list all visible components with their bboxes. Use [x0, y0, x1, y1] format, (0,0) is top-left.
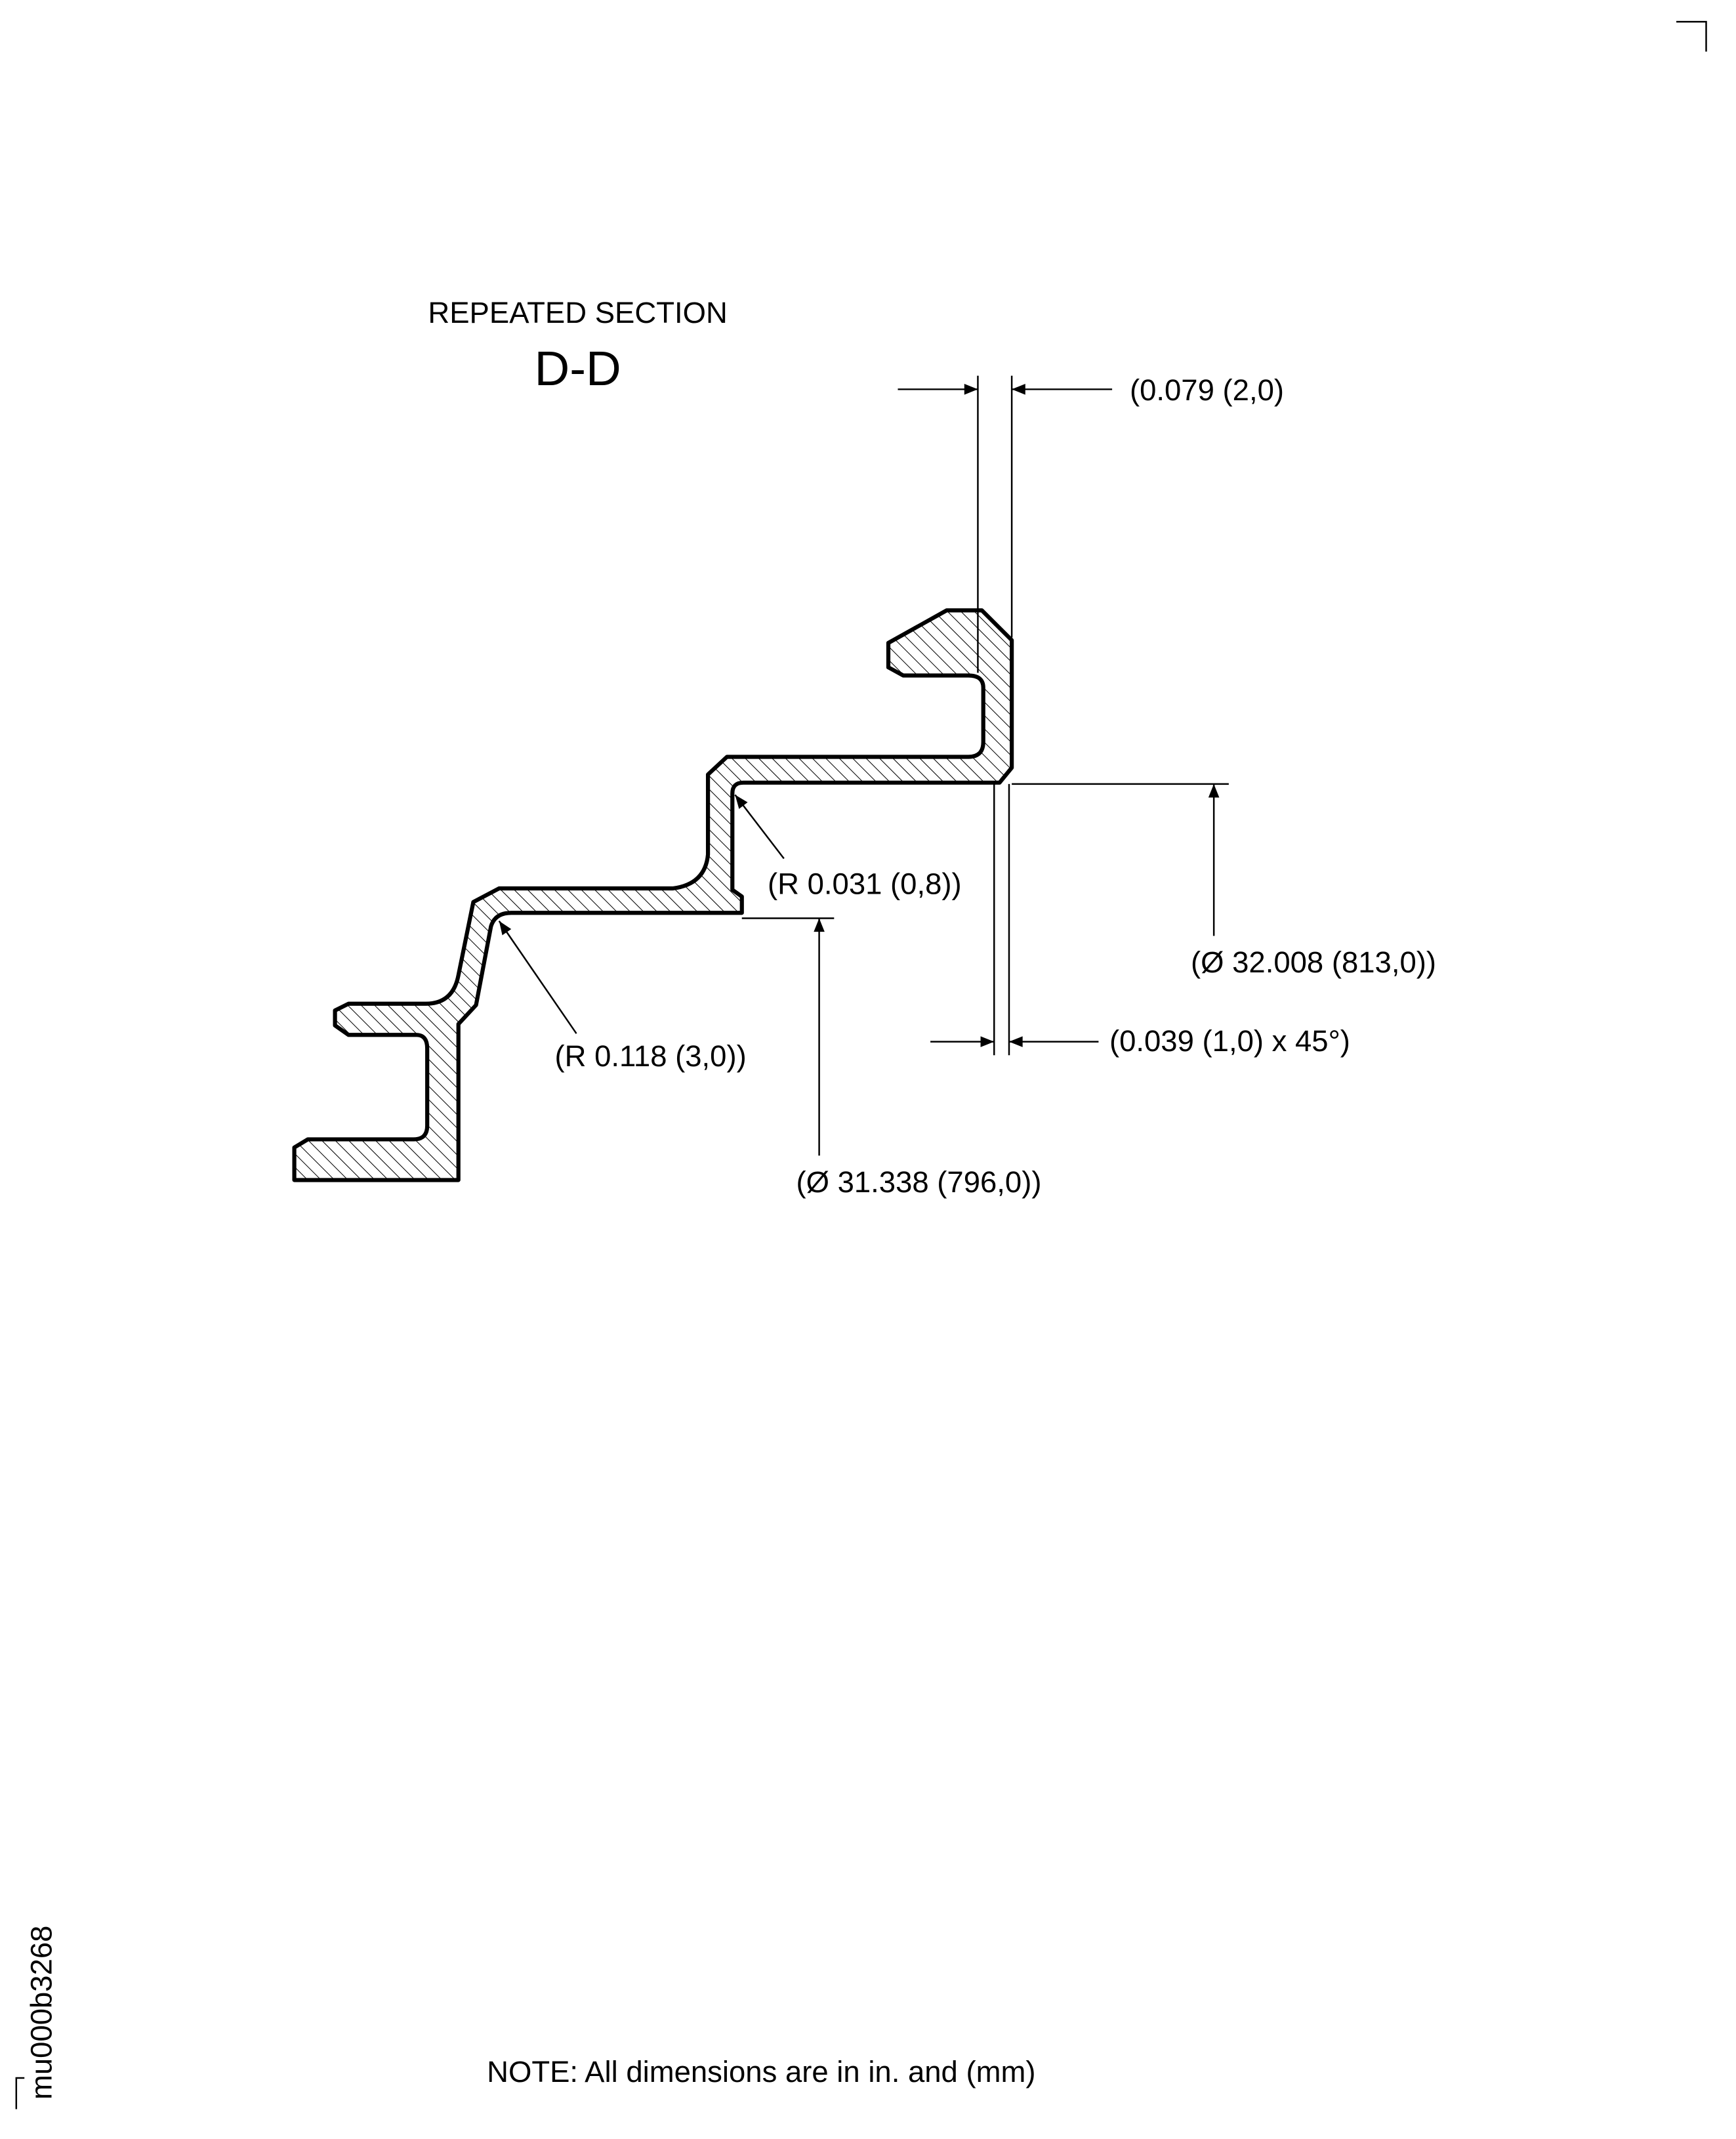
svg-text:(0.039 (1,0) x 45°): (0.039 (1,0) x 45°)	[1109, 1024, 1350, 1058]
svg-text:(R 0.118 (3,0)): (R 0.118 (3,0))	[554, 1039, 746, 1073]
dimension-inner-diameter: (Ø 31.338 (796,0))	[741, 917, 1042, 1199]
dimension-wall-thickness: (0.079 (2,0)	[898, 373, 1284, 673]
dimension-note: NOTE: All dimensions are in in. and (mm)	[487, 2055, 1035, 2088]
dimension-outer-diameter: (Ø 32.008 (813,0))	[1012, 783, 1436, 979]
dimension-radius-small: (R 0.031 (0,8))	[734, 794, 962, 900]
section-title: REPEATED SECTION	[428, 296, 727, 329]
hatched-profile-section	[292, 608, 1014, 1182]
svg-text:(R 0.031 (0,8)): (R 0.031 (0,8))	[768, 867, 962, 900]
corner-mark-bottom-left	[15, 2077, 25, 2109]
section-label: D-D	[534, 341, 621, 396]
svg-text:(Ø 31.338 (796,0)): (Ø 31.338 (796,0))	[796, 1165, 1041, 1199]
svg-text:(0.079 (2,0): (0.079 (2,0)	[1130, 373, 1284, 407]
svg-text:(Ø 32.008 (813,0)): (Ø 32.008 (813,0))	[1191, 945, 1436, 979]
corner-mark-top-right	[1676, 20, 1707, 52]
dimension-radius-large: (R 0.118 (3,0))	[498, 920, 747, 1073]
dimension-chamfer: (0.039 (1,0) x 45°)	[930, 783, 1350, 1058]
figure-id: mu000b3268	[25, 1926, 58, 2100]
